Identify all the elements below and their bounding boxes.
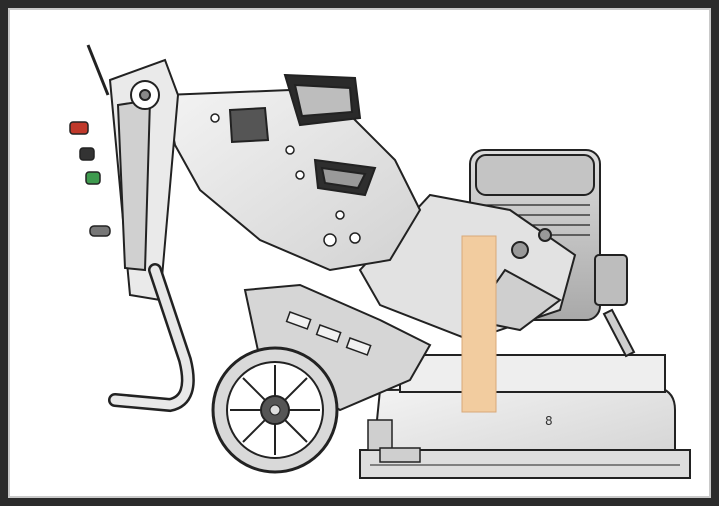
base-details bbox=[367, 419, 421, 463]
emergency-stop-button bbox=[69, 121, 89, 135]
svg-text:8: 8 bbox=[545, 414, 553, 428]
reference-marker bbox=[461, 235, 497, 413]
chassis-frame bbox=[163, 73, 422, 272]
transport-wheel bbox=[211, 346, 339, 474]
push-handle-inner bbox=[110, 265, 193, 410]
start-button bbox=[85, 171, 101, 185]
handle-column bbox=[86, 44, 180, 302]
stop-button bbox=[79, 147, 95, 161]
control-panel bbox=[69, 121, 111, 237]
selector-switch bbox=[89, 225, 111, 237]
